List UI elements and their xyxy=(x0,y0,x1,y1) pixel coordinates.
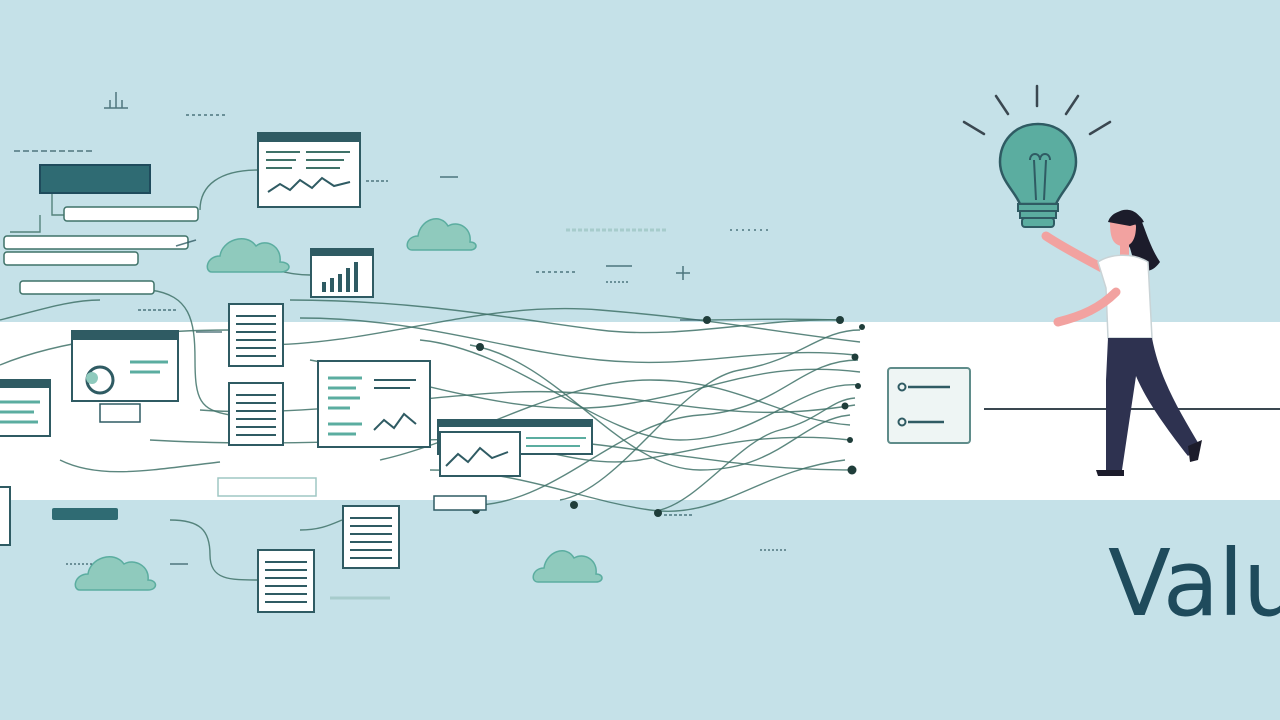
chart-window-icon xyxy=(0,379,51,437)
cloud-icon xyxy=(532,550,603,583)
list-bar xyxy=(63,206,199,222)
document-icon xyxy=(228,303,284,367)
lightbulb-icon xyxy=(962,84,1112,228)
list-bar xyxy=(19,280,155,295)
caption-text: Valu xyxy=(1108,530,1280,637)
chart-window-icon xyxy=(257,132,361,208)
chart-window-icon xyxy=(310,248,374,298)
document-icon xyxy=(342,505,400,569)
person-holding-lightbulb xyxy=(1041,209,1202,476)
monitor-icon xyxy=(71,330,179,423)
cloud-icon xyxy=(406,218,477,251)
list-bar xyxy=(3,235,189,250)
cloud-icon xyxy=(74,556,157,591)
cloud-icon xyxy=(206,238,290,273)
list-bars xyxy=(3,164,199,520)
partial-panel xyxy=(0,486,11,546)
document-icon xyxy=(228,382,284,446)
report-window-icon xyxy=(317,360,431,448)
small-panel xyxy=(433,495,487,511)
list-bar-dark xyxy=(52,508,118,520)
output-panel xyxy=(887,367,971,444)
list-bar-header xyxy=(39,164,151,194)
decorative-marks xyxy=(14,92,786,600)
list-bar xyxy=(3,251,139,266)
chart-window-icon xyxy=(437,419,593,477)
document-icon xyxy=(257,549,315,613)
small-panel xyxy=(217,477,317,497)
white-band xyxy=(0,322,1280,500)
